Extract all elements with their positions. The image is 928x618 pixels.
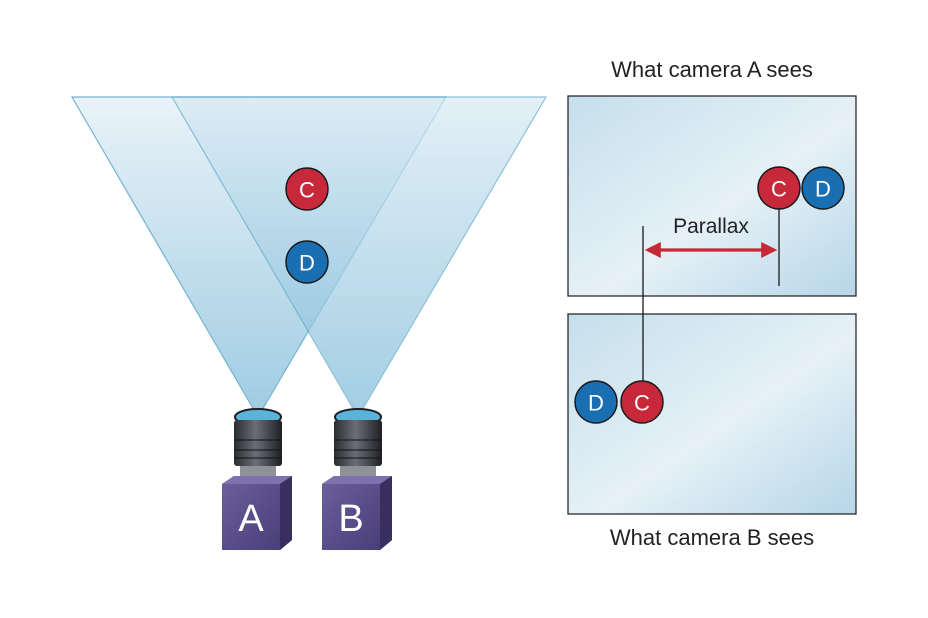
camera-b: B bbox=[322, 408, 392, 550]
camera-b-view-object-d: D bbox=[574, 380, 618, 424]
camera-a-view-caption: What camera A sees bbox=[611, 57, 813, 82]
camera-b-view-object-c: C bbox=[620, 380, 664, 424]
svg-text:C: C bbox=[299, 178, 315, 203]
svg-text:C: C bbox=[771, 177, 787, 202]
svg-text:A: A bbox=[238, 498, 264, 540]
camera-b-field-of-view bbox=[170, 96, 548, 419]
camera-b-view-caption: What camera B sees bbox=[610, 525, 814, 550]
svg-text:B: B bbox=[338, 498, 363, 540]
svg-text:C: C bbox=[634, 391, 650, 416]
camera-a-view-object-c: C bbox=[757, 166, 801, 210]
svg-text:D: D bbox=[815, 177, 831, 202]
svg-text:D: D bbox=[299, 251, 315, 276]
scene-object-c: C bbox=[285, 167, 329, 211]
parallax-label: Parallax bbox=[673, 215, 749, 238]
scene-object-d: D bbox=[285, 240, 329, 284]
camera-b-view-panel bbox=[567, 313, 857, 515]
camera-a-view-object-d: D bbox=[801, 166, 845, 210]
camera-a: A bbox=[222, 408, 292, 550]
svg-text:D: D bbox=[588, 391, 604, 416]
